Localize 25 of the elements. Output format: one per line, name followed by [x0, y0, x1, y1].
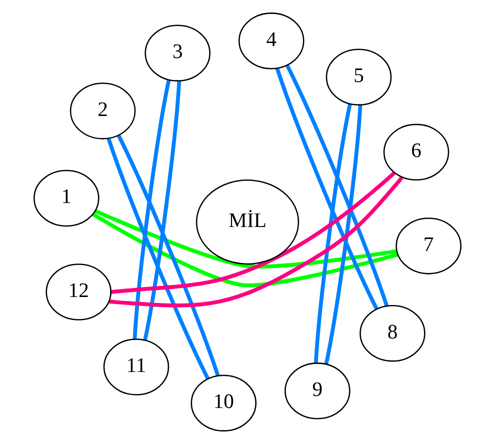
connector [94, 209, 397, 268]
node-ellipse: 1 [33, 170, 99, 227]
connector [142, 81, 181, 340]
node-ellipse: 5 [325, 48, 392, 106]
connector [91, 212, 398, 288]
node-ellipse: MİL [195, 180, 299, 265]
node-ellipse: 4 [238, 12, 304, 70]
connector [106, 138, 210, 380]
node-ellipse: 3 [144, 24, 210, 82]
connector [132, 80, 170, 340]
connector [116, 134, 220, 376]
node-ellipse: 11 [102, 338, 169, 396]
node-ellipse: 10 [190, 374, 256, 432]
node-ellipse: 12 [45, 264, 111, 320]
connector [284, 64, 388, 307]
node-ellipse: 9 [284, 362, 350, 420]
connector [110, 172, 395, 294]
connector [274, 68, 378, 310]
connector [324, 104, 362, 364]
connector [108, 176, 403, 308]
node-ellipse: 6 [382, 124, 449, 181]
node-ellipse: 8 [359, 304, 425, 362]
node-ellipse: 2 [69, 82, 136, 140]
connector [313, 104, 352, 364]
node-ellipse: 7 [395, 218, 461, 274]
